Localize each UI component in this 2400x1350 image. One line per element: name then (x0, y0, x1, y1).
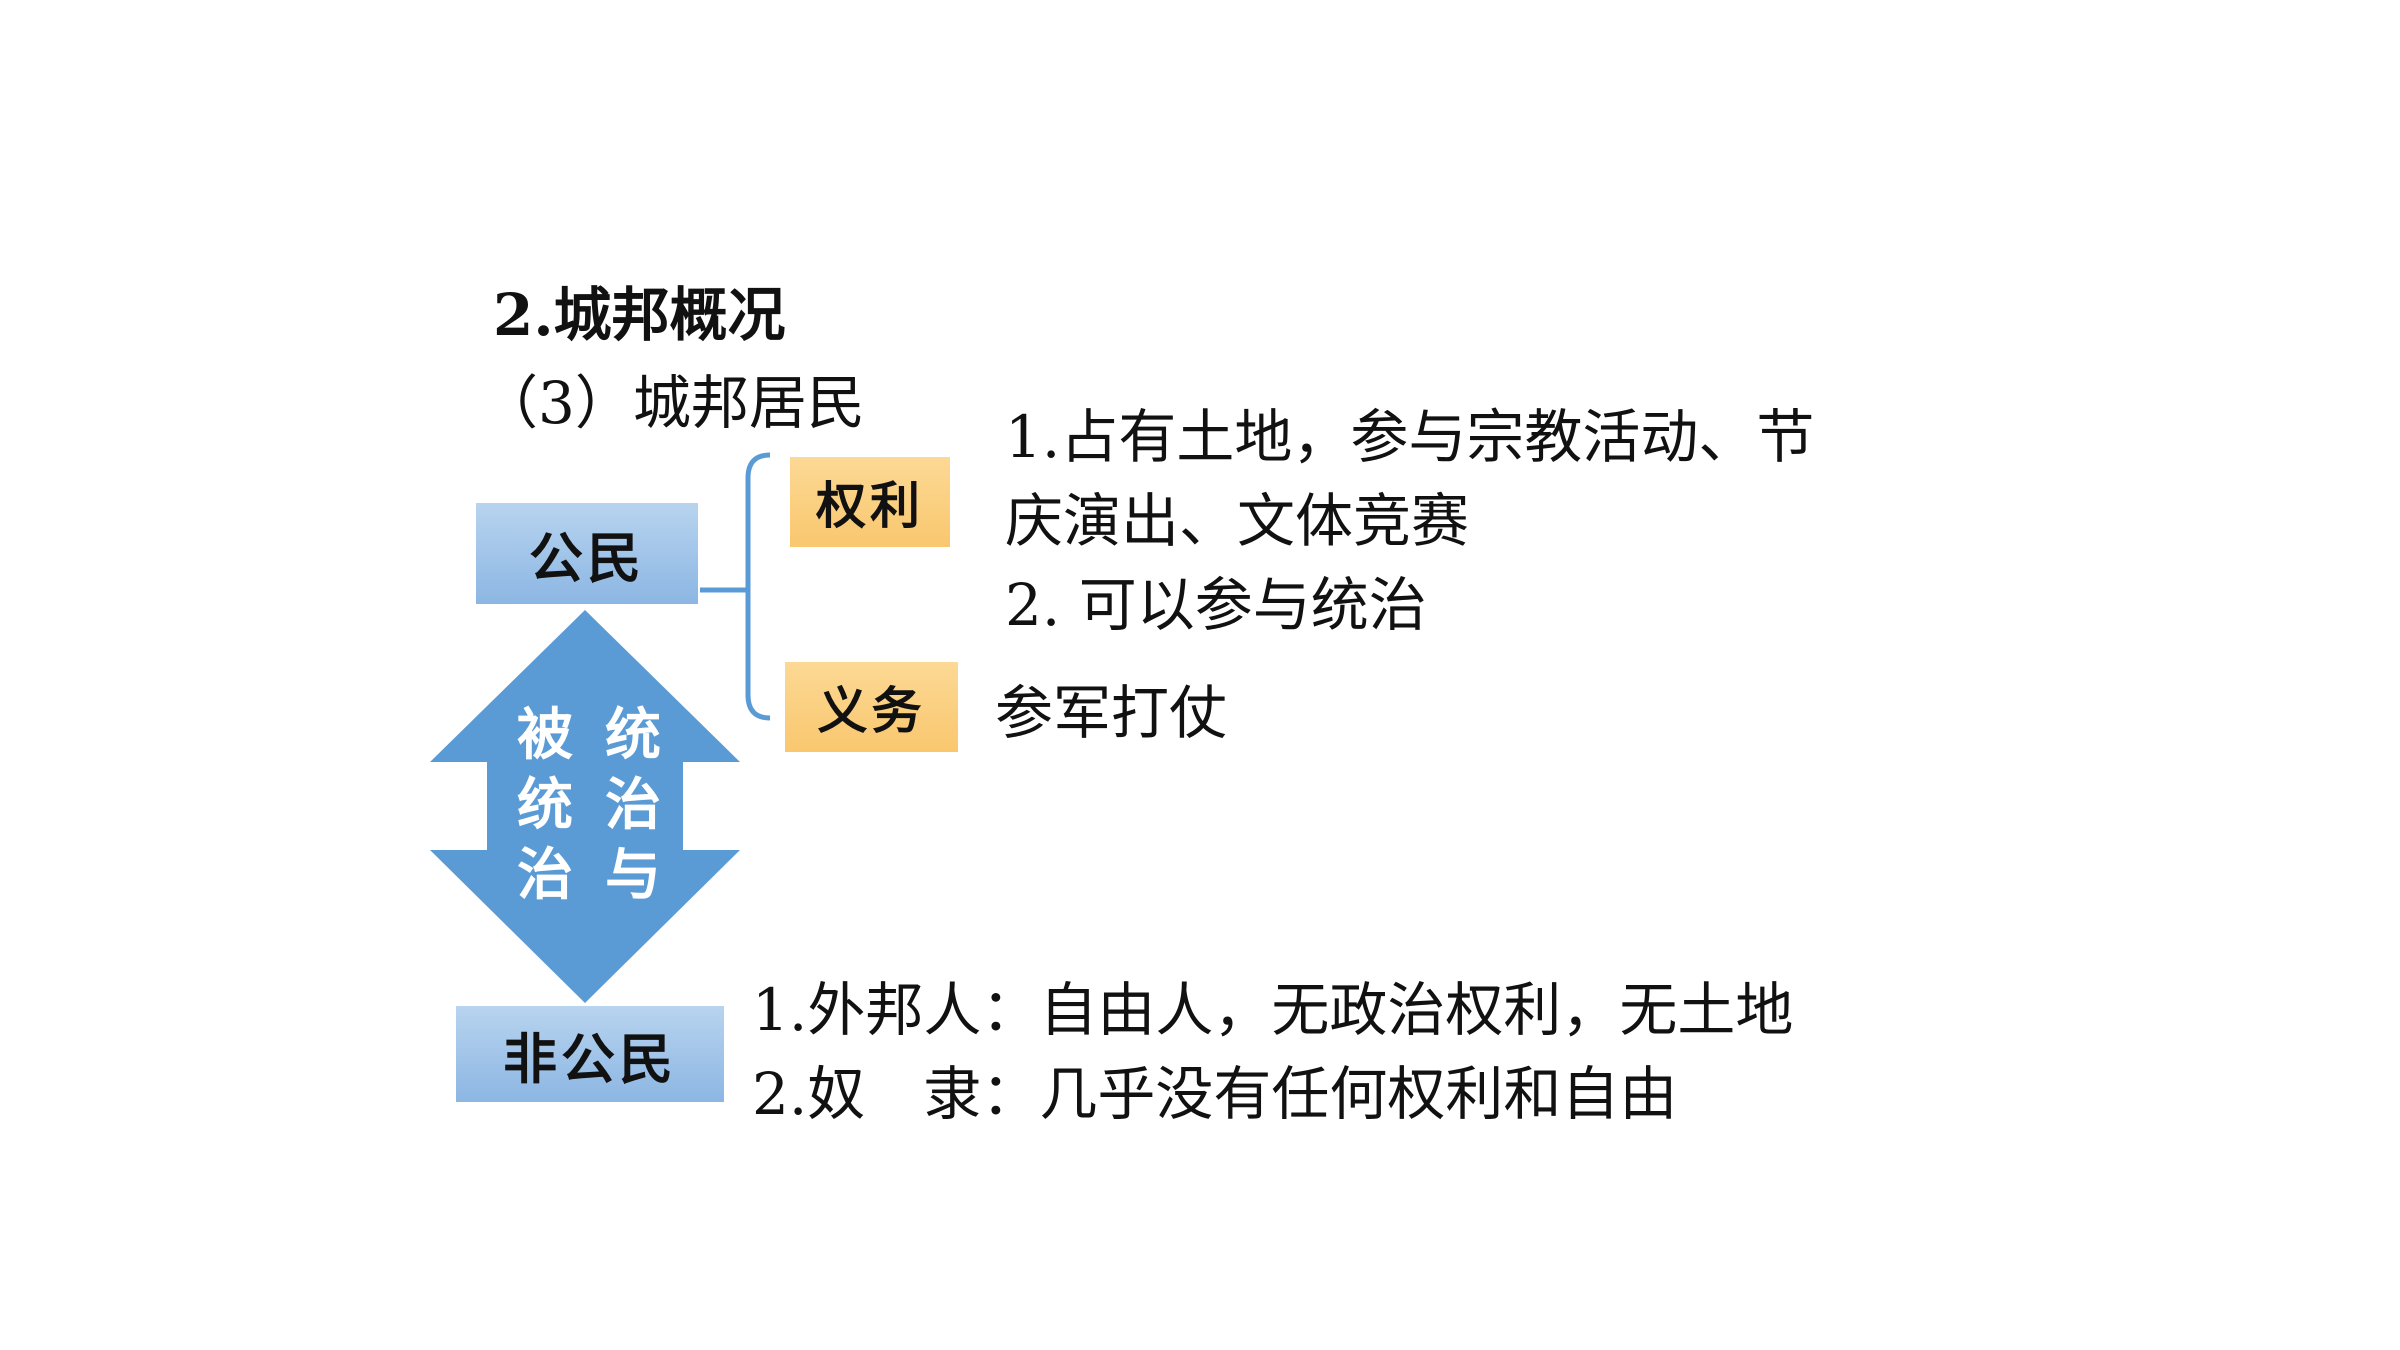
rights-label: 权利 (816, 476, 924, 535)
arrow-char: 统 (517, 772, 573, 838)
noncitizen-label: 非公民 (503, 1026, 677, 1091)
slide-subtitle: （3）城邦居民 (480, 369, 865, 437)
noncitizen-box: 非公民 (456, 1006, 724, 1102)
noncitizen-line: 1.外邦人：自由人，无政治权利，无土地 (752, 976, 1794, 1044)
arrow-char: 治 (605, 772, 661, 838)
citizen-box: 公民 (476, 503, 698, 604)
duties-box: 义务 (785, 662, 958, 752)
rights-box: 权利 (790, 457, 950, 547)
rights-description: 1.占有土地，参与宗教活动、节 庆演出、文体竞赛 2. 可以参与统治 (1005, 395, 1814, 647)
duties-description: 参军打仗 (995, 679, 1228, 747)
noncitizen-line: 2.奴 隶：几乎没有任何权利和自由 (752, 1060, 1678, 1128)
slide-title: 2.城邦概况 (493, 281, 786, 349)
arrow-char: 治 (517, 842, 573, 908)
arrow-char: 与 (605, 842, 661, 908)
rights-line: 2. 可以参与统治 (1005, 571, 1427, 639)
arrow-label-right: 统 治 与 (598, 700, 668, 910)
double-arrow (430, 610, 740, 1003)
duties-label: 义务 (817, 681, 926, 740)
arrow-char: 被 (517, 702, 573, 768)
arrow-label-left: 被 统 治 (510, 700, 580, 910)
citizen-label: 公民 (529, 526, 645, 590)
rights-line: 庆演出、文体竞赛 (1005, 487, 1470, 555)
noncitizen-description: 1.外邦人：自由人，无政治权利，无土地 2.奴 隶：几乎没有任何权利和自由 (752, 968, 1793, 1136)
bracket-connector (700, 452, 771, 721)
rights-line: 1.占有土地，参与宗教活动、节 (1005, 403, 1815, 471)
arrow-char: 统 (605, 702, 661, 768)
